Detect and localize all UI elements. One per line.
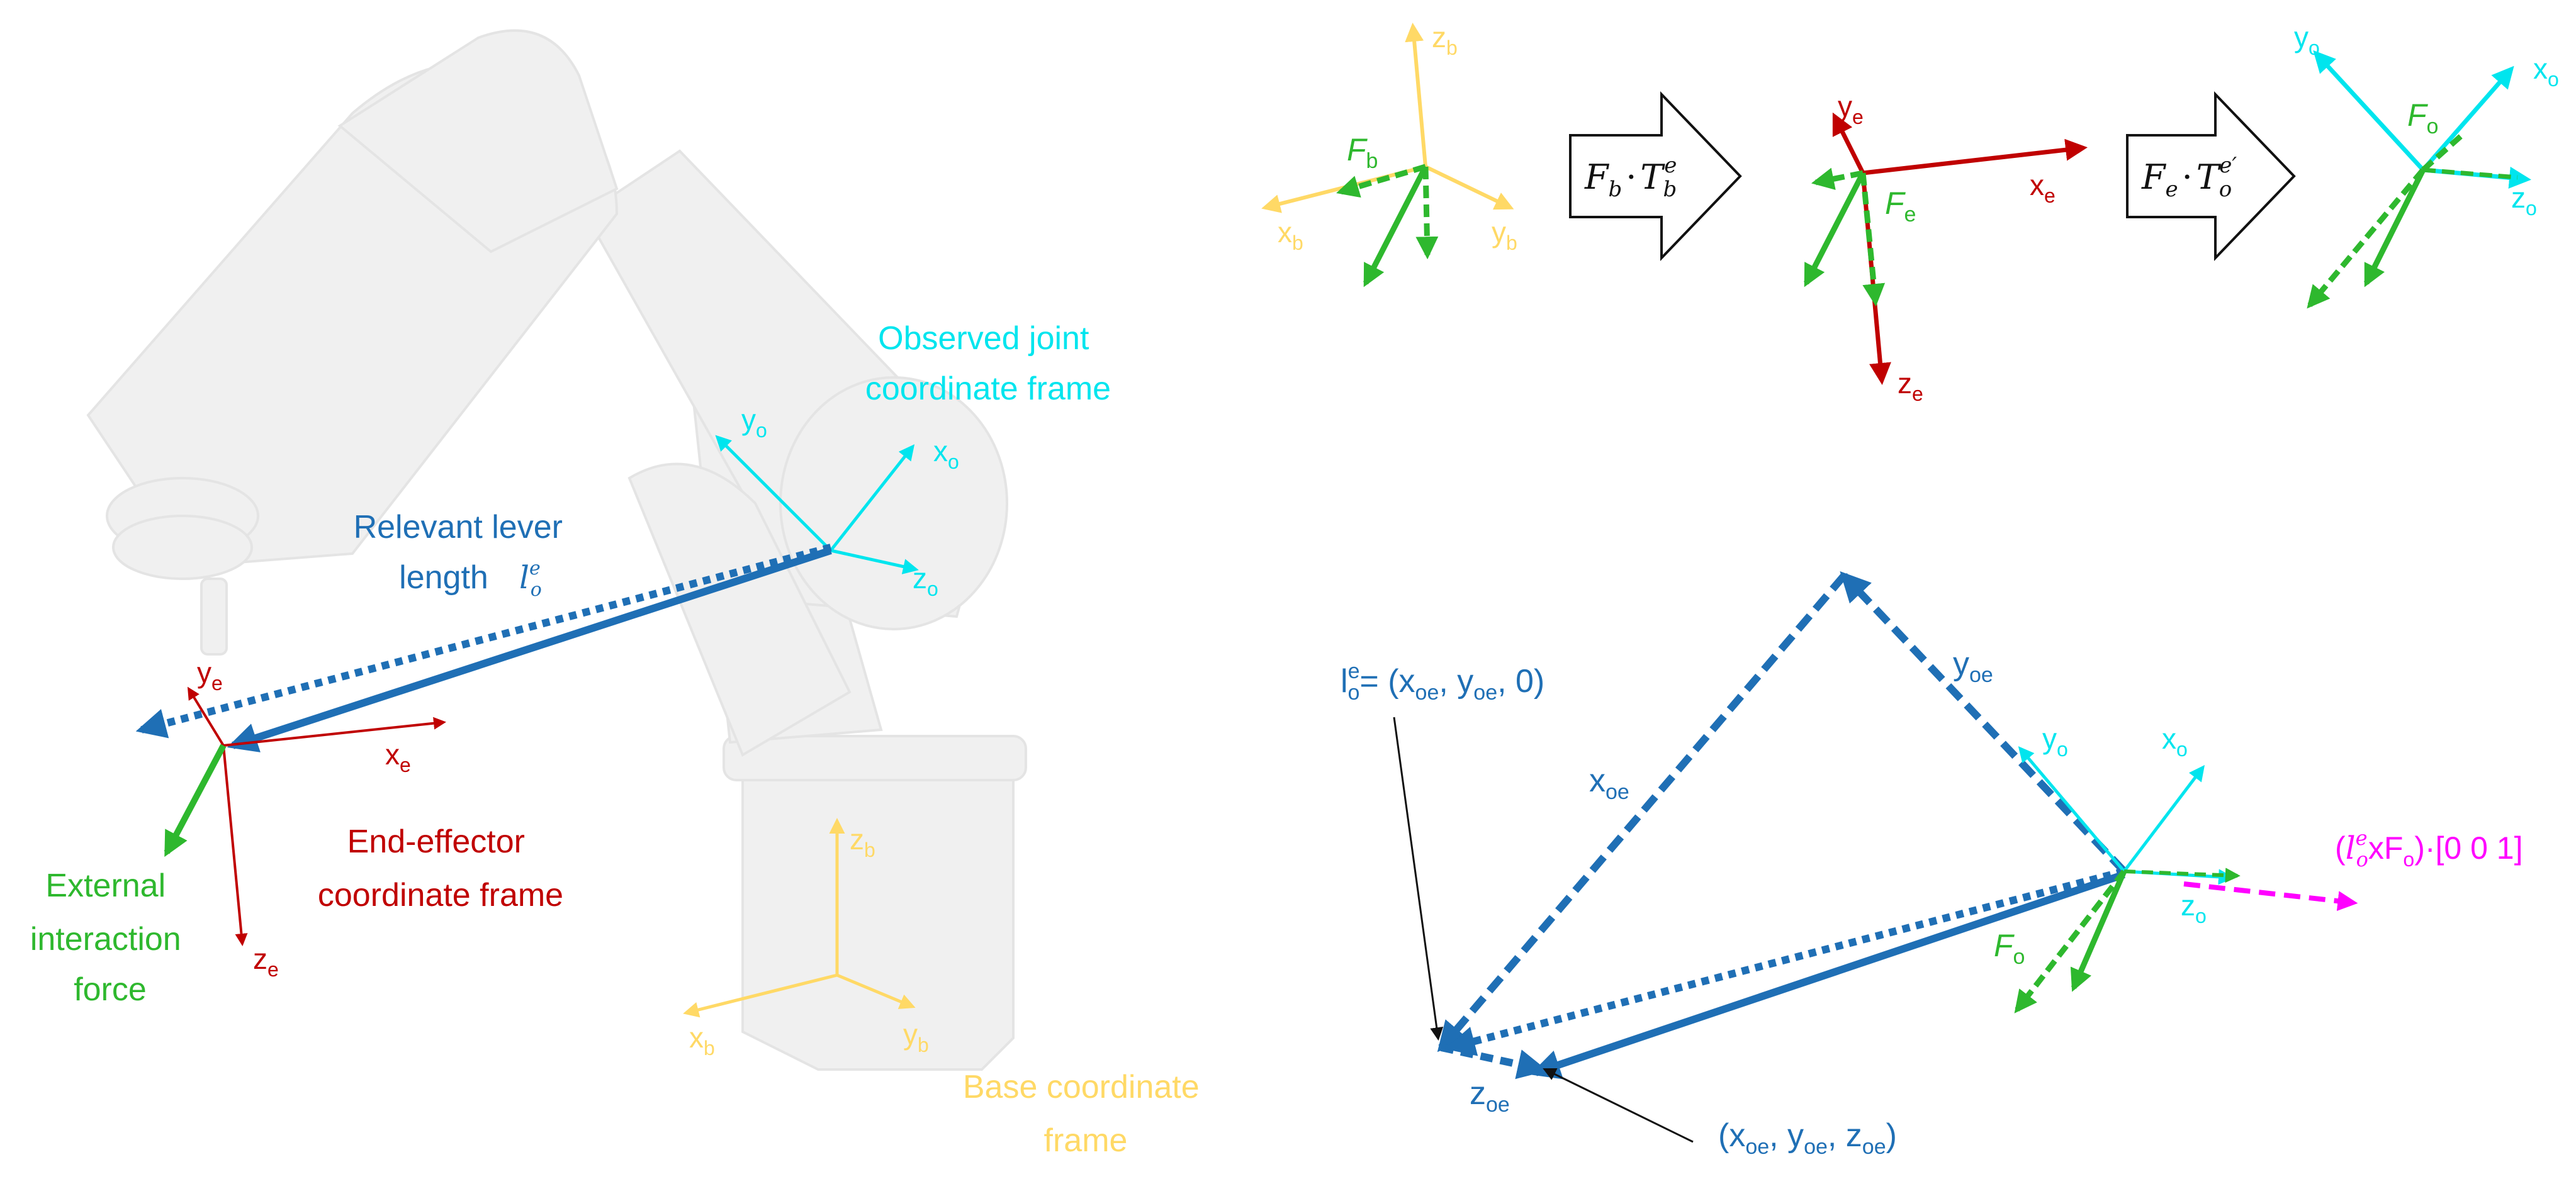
- end-effector-label: End-effector coordinate frame: [318, 824, 563, 913]
- end-effector-frame: [164, 686, 446, 946]
- lever-eq-pointer: [1393, 717, 1444, 1041]
- observed-force-frame: [2307, 50, 2531, 309]
- torque-arrow: [2183, 881, 2358, 912]
- transform-arrow-2-label: Fe·Toe′: [2141, 153, 2237, 202]
- xoe-label: xoe: [1589, 762, 1629, 804]
- ye-label: ye: [197, 656, 223, 695]
- top-yb-label: yb: [1492, 216, 1517, 254]
- top-yo-label: yo: [2294, 21, 2320, 59]
- ze-axis: [222, 745, 248, 946]
- yo-label: yo: [741, 403, 767, 442]
- top-xo-label: xo: [2533, 52, 2559, 91]
- top-ze-label: ze: [1898, 367, 1923, 405]
- bottom-force-dashed: [2014, 869, 2127, 1014]
- transform-arrow-1-label: Fb·Tbe: [1584, 153, 1677, 202]
- transform-arrow-2: [2126, 91, 2296, 261]
- top-fb-label: Fb: [1347, 132, 1378, 173]
- bottom-yo-label: yo: [2042, 722, 2068, 761]
- top-ye-label: ye: [1838, 90, 1864, 128]
- bottom-force-solid: [2070, 870, 2127, 992]
- bottom-xo-axis: [2123, 765, 2205, 873]
- yoe-vector: [1840, 571, 2127, 874]
- external-force-label: External interaction force: [30, 868, 190, 1008]
- top-zb-label: zb: [1432, 21, 1458, 59]
- lever-solid-line: [227, 547, 832, 752]
- top-xb-label: xb: [1278, 216, 1303, 254]
- base-frame-label: Base coordinate frame: [963, 1069, 1208, 1159]
- observed-joint-label: Observed joint coordinate frame: [865, 320, 1111, 407]
- lever-projection-dotted: [1444, 868, 2125, 1056]
- top-zo-label: zo: [2511, 181, 2537, 220]
- ye-axis: [187, 686, 225, 747]
- bottom-xo-label: xo: [2162, 722, 2188, 761]
- bottom-fo-label: Fo: [1994, 928, 2025, 969]
- point-label: (xoe, yoe, zoe): [1718, 1117, 1897, 1159]
- bottom-zo-label: zo: [2181, 889, 2207, 927]
- base-force-frame: [1261, 23, 1514, 288]
- zoe-label: zoe: [1470, 1075, 1510, 1117]
- bottom-zo-green: [2123, 868, 2241, 883]
- xb-axis: [683, 973, 838, 1018]
- zo-label: zo: [913, 562, 938, 600]
- xe-label: xe: [385, 738, 411, 776]
- base-frame: [683, 818, 916, 1018]
- transform-arrow-1: [1569, 91, 1742, 261]
- xb-label: xb: [689, 1021, 715, 1059]
- yb-axis: [836, 973, 916, 1009]
- yo-axis: [715, 435, 832, 552]
- top-fe-label: Fe: [1885, 186, 1916, 226]
- ze-label: ze: [253, 942, 279, 981]
- lever-label: Relevant lever length: [354, 509, 572, 596]
- xoe-vector: [1437, 573, 1847, 1053]
- xo-axis: [830, 444, 915, 552]
- robot-silhouette: [86, 29, 1027, 1071]
- ee-force-frame: [1803, 112, 2088, 385]
- yb-label: yb: [903, 1018, 929, 1056]
- point-pointer: [1543, 1068, 1694, 1143]
- lever-vector-solid: [1529, 871, 2125, 1080]
- xo-label: xo: [933, 435, 959, 473]
- zo-axis: [830, 549, 919, 574]
- top-xe-label: xe: [2030, 169, 2056, 207]
- bottom-yo-axis: [2018, 746, 2125, 873]
- top-fo-label: Fo: [2407, 98, 2438, 138]
- xe-axis: [223, 717, 446, 747]
- observed-joint-frame: [715, 435, 919, 574]
- zoe-vector: [1440, 1044, 1548, 1080]
- external-force-arrow: [164, 744, 227, 857]
- lever-decomposition: [1393, 571, 2358, 1143]
- zb-label: zb: [850, 823, 875, 861]
- yoe-label: yoe: [1953, 645, 1993, 687]
